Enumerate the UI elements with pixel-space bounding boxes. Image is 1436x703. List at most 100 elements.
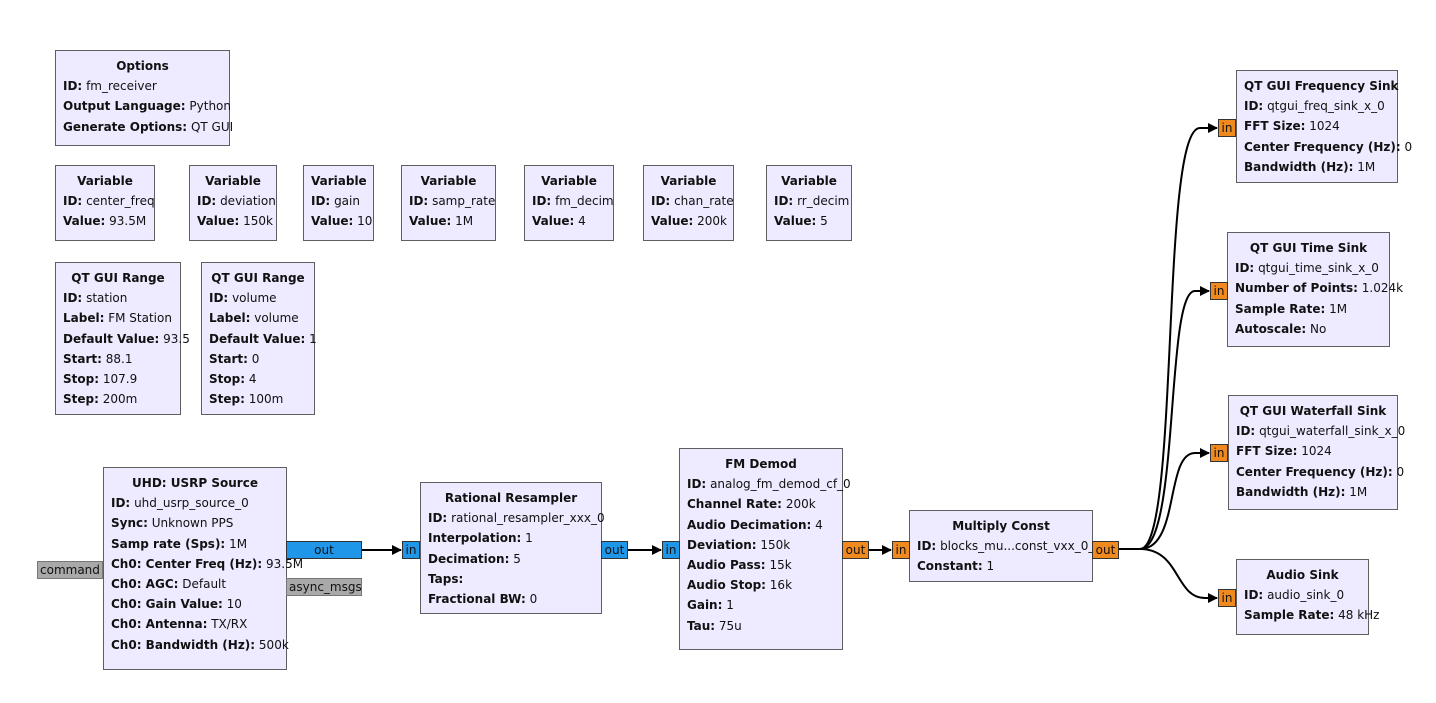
param-row: ID: qtgui_time_sink_x_0	[1235, 261, 1379, 276]
param-row: ID: fm_decim	[532, 194, 614, 209]
param-row: ID: blocks_mu...const_vxx_0_0	[917, 539, 1102, 554]
param-row: Fractional BW: 0	[428, 592, 538, 607]
param-row: ID: station	[63, 291, 128, 306]
port-demod-in[interactable]: in	[662, 541, 680, 559]
param-row: Ch0: AGC: Default	[111, 577, 227, 592]
variable-chan-rate-block[interactable]: Variable ID: chan_rate Value: 200k	[643, 165, 734, 241]
port-multiply-in[interactable]: in	[892, 541, 910, 559]
rational-resampler-block[interactable]: Rational Resampler ID: rational_resample…	[420, 482, 605, 614]
param-row: Tau: 75u	[687, 618, 742, 633]
param-row: Deviation: 150k	[687, 537, 791, 552]
port-resampler-in[interactable]: in	[402, 541, 420, 559]
wire-multiply-to-audio-sink	[1118, 548, 1218, 603]
param-row: Value: 200k	[651, 214, 728, 229]
param-row: Value: 5	[774, 214, 828, 229]
variable-gain-block[interactable]: Variable ID: gain Value: 10	[303, 165, 374, 241]
qt-gui-waterfall-sink-block[interactable]: QT GUI Waterfall Sink ID: qtgui_waterfal…	[1228, 395, 1406, 510]
qt-gui-range-station-block[interactable]: QT GUI Range ID: station Label: FM Stati…	[55, 262, 190, 415]
variable-samp-rate-block[interactable]: Variable ID: samp_rate Value: 1M	[401, 165, 496, 241]
variable-fm-decim-block[interactable]: Variable ID: fm_decim Value: 4	[524, 165, 614, 241]
param-row: Taps:	[428, 571, 464, 586]
param-row: Center Frequency (Hz): 0	[1236, 464, 1405, 479]
param-row: Output Language: Python	[63, 99, 232, 114]
param-row: ID: fm_receiver	[63, 79, 157, 94]
param-row: Gain: 1	[687, 598, 734, 613]
param-row: Label: volume	[209, 311, 299, 326]
block-title: Variable	[205, 174, 261, 188]
param-row: Bandwidth (Hz): 1M	[1236, 484, 1368, 499]
port-time-sink-in[interactable]: in	[1210, 282, 1228, 300]
uhd-usrp-source-block[interactable]: UHD: USRP Source ID: uhd_usrp_source_0 S…	[103, 467, 303, 670]
port-demod-out[interactable]: out	[842, 541, 869, 559]
param-row: ID: qtgui_waterfall_sink_x_0	[1236, 424, 1406, 439]
block-title: Multiply Const	[952, 519, 1050, 533]
port-command[interactable]: command	[37, 561, 103, 579]
param-row: Constant: 1	[917, 559, 995, 574]
port-freq-sink-in[interactable]: in	[1218, 119, 1236, 137]
param-row: ID: chan_rate	[651, 194, 734, 209]
param-row: Start: 88.1	[63, 351, 133, 366]
port-async-msgs[interactable]: async_msgs	[286, 578, 362, 596]
qt-gui-frequency-sink-block[interactable]: QT GUI Frequency Sink ID: qtgui_freq_sin…	[1236, 70, 1412, 183]
param-row: Value: 1M	[409, 214, 474, 229]
param-row: ID: audio_sink_0	[1244, 588, 1345, 603]
block-title: Rational Resampler	[444, 491, 578, 505]
param-row: ID: uhd_usrp_source_0	[111, 496, 249, 511]
block-title: Variable	[660, 174, 717, 188]
param-row: ID: deviation	[197, 194, 276, 209]
block-title: Variable	[541, 174, 597, 188]
param-row: Value: 93.5M	[63, 214, 147, 229]
block-title: QT GUI Time Sink	[1249, 241, 1368, 255]
qt-gui-range-volume-block[interactable]: QT GUI Range ID: volume Label: volume De…	[201, 262, 317, 415]
qt-gui-time-sink-block[interactable]: QT GUI Time Sink ID: qtgui_time_sink_x_0…	[1227, 232, 1403, 347]
param-row: Value: 4	[532, 214, 586, 229]
param-row: Step: 200m	[63, 392, 138, 407]
block-title: QT GUI Range	[211, 271, 305, 285]
variable-deviation-block[interactable]: Variable ID: deviation Value: 150k	[189, 165, 277, 241]
param-row: Sample Rate: 1M	[1235, 301, 1348, 316]
fm-demod-block[interactable]: FM Demod ID: analog_fm_demod_cf_0 Channe…	[679, 448, 851, 650]
variable-rr-decim-block[interactable]: Variable ID: rr_decim Value: 5	[766, 165, 852, 241]
param-row: ID: rr_decim	[774, 194, 850, 209]
block-title: Variable	[420, 174, 477, 188]
param-row: Label: FM Station	[63, 311, 172, 326]
multiply-const-block[interactable]: Multiply Const ID: blocks_mu...const_vxx…	[909, 510, 1102, 582]
param-row: FFT Size: 1024	[1236, 444, 1332, 459]
block-title: Variable	[781, 174, 837, 188]
wire-multiply-to-time-sink	[1118, 286, 1210, 550]
port-multiply-out[interactable]: out	[1092, 541, 1119, 559]
block-title: QT GUI Waterfall Sink	[1239, 404, 1387, 418]
param-row: Bandwidth (Hz): 1M	[1244, 159, 1376, 174]
options-block[interactable]: Options ID: fm_receiver Output Language:…	[55, 50, 234, 146]
port-audio-sink-in[interactable]: in	[1218, 589, 1236, 607]
port-usrp-out[interactable]: out	[286, 541, 362, 559]
block-title: QT GUI Range	[71, 271, 165, 285]
param-row: ID: analog_fm_demod_cf_0	[687, 477, 851, 492]
param-row: Value: 10	[311, 214, 373, 229]
port-waterfall-sink-in[interactable]: in	[1210, 444, 1228, 462]
port-resampler-out[interactable]: out	[601, 541, 628, 559]
block-title: FM Demod	[725, 457, 797, 471]
param-row: Generate Options: QT GUI	[63, 119, 234, 134]
param-row: Ch0: Bandwidth (Hz): 500k	[111, 637, 289, 652]
wire-multiply-to-waterfall-sink	[1118, 448, 1210, 550]
param-row: Audio Decimation: 4	[687, 517, 823, 532]
param-row: Decimation: 5	[428, 551, 521, 566]
param-row: Sync: Unknown PPS	[111, 516, 234, 531]
param-row: Sample Rate: 48 kHz	[1244, 608, 1380, 623]
param-row: Stop: 4	[209, 372, 257, 387]
wire-multiply-to-freq-sink	[1118, 123, 1218, 550]
param-row: Audio Pass: 15k	[687, 558, 792, 573]
param-row: Channel Rate: 200k	[687, 497, 816, 512]
variable-center-freq-block[interactable]: Variable ID: center_freq Value: 93.5M	[55, 165, 155, 241]
param-row: Step: 100m	[209, 392, 284, 407]
param-row: Samp rate (Sps): 1M	[111, 536, 248, 551]
param-row: Ch0: Antenna: TX/RX	[111, 617, 248, 632]
param-row: Interpolation: 1	[428, 531, 533, 546]
param-row: Autoscale: No	[1235, 321, 1327, 336]
param-row: Stop: 107.9	[63, 372, 138, 387]
audio-sink-block[interactable]: Audio Sink ID: audio_sink_0 Sample Rate:…	[1236, 559, 1380, 635]
block-title: QT GUI Frequency Sink	[1244, 79, 1399, 93]
param-row: FFT Size: 1024	[1244, 119, 1340, 134]
